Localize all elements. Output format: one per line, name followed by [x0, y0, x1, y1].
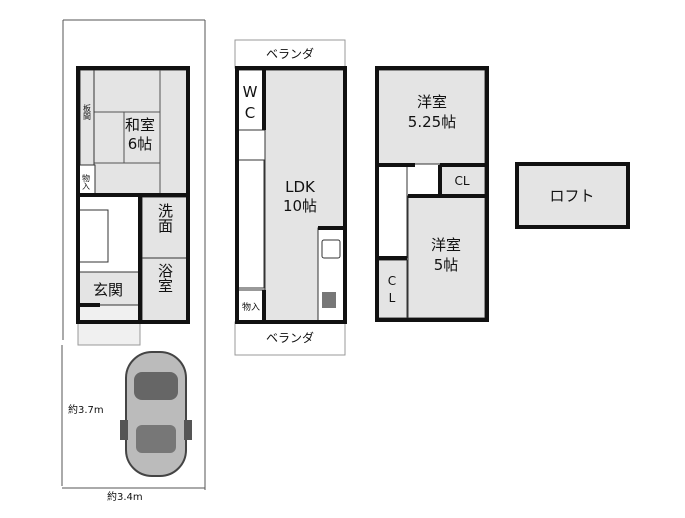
closet-1 [439, 164, 486, 197]
width-label: 約3.4m [107, 490, 143, 503]
closet-1-label: CL [454, 174, 469, 188]
floor-1: 和室 6帖 板間 物入 洗面 浴室 玄関 [76, 66, 190, 346]
floor-2: ベランダ ベランダ W C LDK 10帖 物入 [234, 39, 347, 356]
wc-label-w: W [243, 83, 258, 101]
veranda-top-label: ベランダ [266, 46, 314, 61]
washitsu-label: 和室 [125, 116, 155, 134]
wc-label-c: C [245, 104, 255, 122]
room2-label: 洋室 [431, 236, 461, 254]
floor-3: 洋室 5.25帖 洋室 5帖 CL C L [375, 66, 489, 322]
room1-label: 洋室 [417, 93, 447, 111]
bath-label: 浴室 [156, 263, 174, 293]
senmen-room [141, 196, 189, 259]
storage-2f-label: 物入 [242, 301, 260, 313]
closet-2-label-l: L [389, 291, 396, 305]
closet-2-label-c: C [388, 274, 396, 288]
room1-size: 5.25帖 [408, 113, 456, 131]
ldk-size: 10帖 [283, 197, 317, 215]
loft-label: ロフト [549, 187, 594, 205]
loft: ロフト [515, 162, 630, 229]
western-room-1 [376, 69, 486, 165]
entrance-porch [77, 304, 141, 346]
genkan-label: 玄関 [93, 281, 123, 299]
room2-size: 5帖 [434, 256, 459, 274]
veranda-bottom-label: ベランダ [266, 330, 314, 345]
closet-2 [376, 259, 408, 319]
itama-label: 板間 [83, 103, 92, 121]
parking-plot: 約3.7m 約3.4m [61, 19, 206, 503]
veranda-top [234, 39, 346, 69]
western-room-2 [407, 195, 486, 319]
senmen-label: 洗面 [156, 203, 174, 233]
stove-icon [322, 292, 336, 308]
ldk-label: LDK [285, 178, 316, 196]
depth-label: 約3.7m [68, 403, 104, 416]
stairs-2f [236, 159, 265, 289]
stairs-3f [376, 164, 408, 259]
car-icon [120, 351, 192, 477]
storage-label: 物入 [82, 173, 91, 190]
stairs-1f [77, 209, 109, 263]
sink-icon [321, 239, 341, 259]
veranda-bottom [234, 321, 346, 356]
washitsu-size: 6帖 [128, 135, 153, 153]
